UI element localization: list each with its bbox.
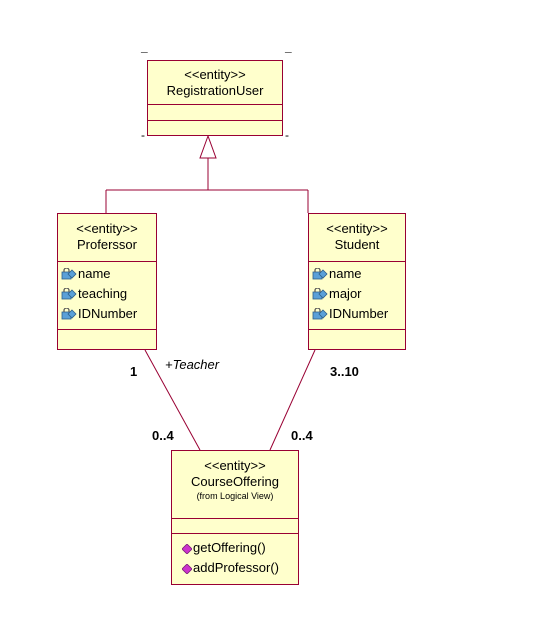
class-course-offering[interactable]: <<entity>> CourseOffering (from Logical … [171, 450, 299, 585]
class-student[interactable]: <<entity>> Student name major IDNumber [308, 213, 406, 350]
class-name: Student [334, 237, 380, 252]
protected-attribute-icon [61, 306, 77, 326]
class-header: <<entity>> Proferssor [58, 214, 156, 262]
attribute-row[interactable]: IDNumber [312, 304, 405, 324]
operation-label: addProfessor() [193, 560, 279, 575]
stereotype: <<entity>> [326, 221, 388, 236]
attribute-row[interactable]: name [312, 264, 405, 284]
operation-row[interactable]: addProfessor() [181, 558, 298, 580]
attribute-label: major [329, 286, 362, 301]
attribute-compartment: name major IDNumber [309, 262, 405, 330]
attribute-compartment [148, 105, 282, 121]
operation-label: getOffering() [193, 540, 266, 555]
class-name: CourseOffering [191, 474, 279, 489]
association-professor-course[interactable] [144, 349, 201, 451]
attribute-label: IDNumber [329, 306, 389, 321]
class-name: Proferssor [77, 237, 137, 252]
attribute-row[interactable]: IDNumber [61, 304, 156, 324]
protected-attribute-icon [312, 286, 328, 306]
class-professor[interactable]: <<entity>> Proferssor name teaching IDNu… [57, 213, 157, 350]
attribute-row[interactable]: major [312, 284, 405, 304]
protected-attribute-icon [61, 266, 77, 286]
selection-handle: - [285, 128, 289, 142]
generalization-arrowhead[interactable] [199, 134, 217, 159]
multiplicity-course-end-professor: 0..4 [152, 428, 174, 443]
stereotype: <<entity>> [204, 458, 266, 473]
operation-compartment [58, 330, 156, 349]
class-header: <<entity>> CourseOffering (from Logical … [172, 451, 298, 519]
selection-handle: ¯ [285, 50, 292, 64]
stereotype: <<entity>> [184, 67, 246, 82]
attribute-row[interactable]: teaching [61, 284, 156, 304]
operation-compartment [309, 330, 405, 349]
attribute-row[interactable]: name [61, 264, 156, 284]
multiplicity-professor-end: 1 [130, 364, 138, 379]
role-label-teacher: +Teacher [165, 357, 220, 372]
operation-icon [181, 560, 193, 580]
attribute-label: name [329, 266, 362, 281]
operation-compartment: getOffering() addProfessor() [172, 534, 298, 584]
operation-icon [181, 540, 193, 560]
package-label: (from Logical View) [196, 491, 274, 501]
attribute-label: name [78, 266, 111, 281]
class-registration-user[interactable]: <<entity>> RegistrationUser [147, 60, 283, 136]
class-header: <<entity>> Student [309, 214, 405, 262]
stereotype: <<entity>> [76, 221, 138, 236]
multiplicity-course-end-student: 0..4 [291, 428, 313, 443]
operation-compartment [148, 121, 282, 135]
attribute-compartment: name teaching IDNumber [58, 262, 156, 330]
protected-attribute-icon [312, 266, 328, 286]
attribute-label: IDNumber [78, 306, 138, 321]
selection-handle: ¯ [141, 50, 148, 64]
operation-row[interactable]: getOffering() [181, 538, 298, 560]
class-name: RegistrationUser [166, 83, 264, 98]
attribute-label: teaching [78, 286, 128, 301]
multiplicity-student-end: 3..10 [330, 364, 359, 379]
class-header: <<entity>> RegistrationUser [148, 61, 282, 105]
association-student-course[interactable] [269, 349, 316, 451]
protected-attribute-icon [312, 306, 328, 326]
protected-attribute-icon [61, 286, 77, 306]
selection-handle: - [141, 128, 145, 142]
attribute-compartment [172, 519, 298, 534]
